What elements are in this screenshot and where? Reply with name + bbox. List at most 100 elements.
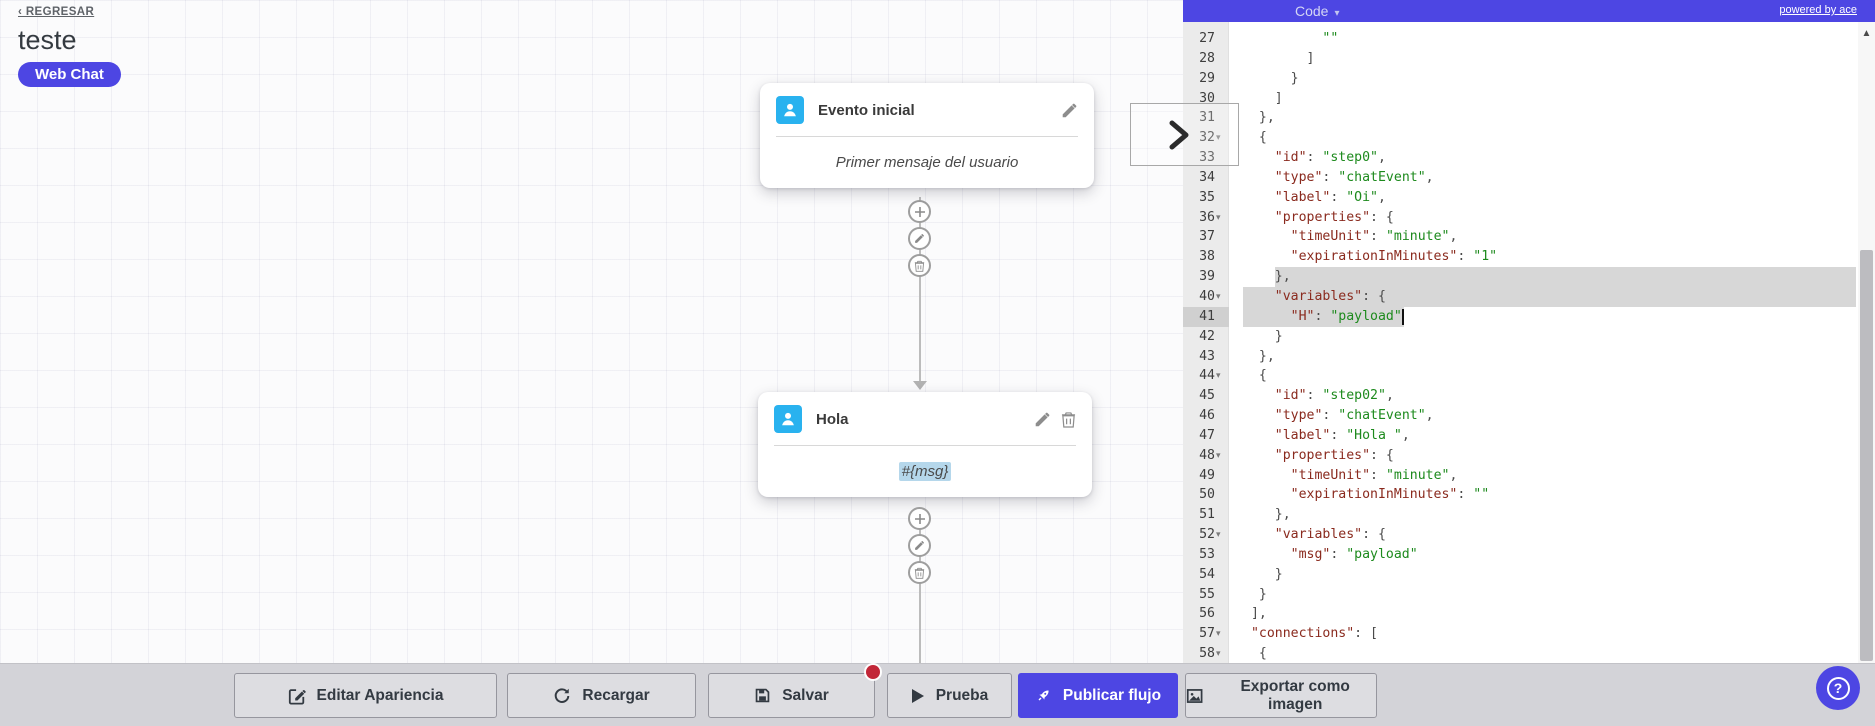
line-number[interactable]: 47 [1199, 427, 1215, 443]
edit-node-icon[interactable] [1034, 411, 1051, 428]
line-number[interactable]: 34 [1199, 169, 1215, 185]
delete-node-icon[interactable] [1061, 411, 1076, 428]
code-line[interactable]: 54 } [1183, 565, 1858, 585]
code-line[interactable]: 51 }, [1183, 505, 1858, 525]
code-line[interactable]: 50 "expirationInMinutes": "" [1183, 485, 1858, 505]
code-line[interactable]: 40▾ "variables": { [1183, 286, 1858, 307]
code-line[interactable]: 55 } [1183, 585, 1858, 605]
line-number[interactable]: 41 [1183, 306, 1229, 327]
scrollbar[interactable]: ▲ [1858, 22, 1875, 663]
line-number[interactable]: 49 [1199, 467, 1215, 483]
powered-by-ace-link[interactable]: powered by ace [1779, 4, 1857, 16]
line-number[interactable]: 37 [1199, 229, 1215, 245]
line-number[interactable]: 55 [1199, 586, 1215, 602]
line-number[interactable]: 48▾ [1183, 446, 1229, 466]
code-line[interactable]: 37 "timeUnit": "minute", [1183, 227, 1858, 247]
code-editor[interactable]: 27 ""28 ]29 }30 ]31 },32▾ {33 "id": "ste… [1183, 22, 1858, 663]
line-number[interactable]: 42 [1199, 328, 1215, 344]
fold-caret-icon[interactable]: ▾ [1216, 211, 1221, 222]
line-number[interactable]: 27 [1199, 31, 1215, 46]
code-line[interactable]: 52▾ "variables": { [1183, 525, 1858, 545]
line-number[interactable]: 44▾ [1183, 366, 1229, 386]
line-number[interactable]: 57▾ [1183, 624, 1229, 644]
collapse-panel-button[interactable] [1130, 103, 1239, 166]
help-button[interactable]: ? [1816, 666, 1860, 710]
flow-node-evento-inicial[interactable]: Evento inicial Primer mensaje del usuari… [760, 83, 1094, 188]
code-line[interactable]: 58▾ { [1183, 644, 1858, 663]
scroll-up-icon[interactable]: ▲ [1861, 28, 1872, 39]
line-number[interactable]: 29 [1199, 70, 1215, 86]
code-line[interactable]: 39 }, [1183, 267, 1858, 287]
fold-caret-icon[interactable]: ▾ [1216, 628, 1221, 639]
code-line[interactable]: 31 }, [1183, 108, 1858, 128]
edit-appearance-button[interactable]: Editar Apariencia [234, 673, 497, 718]
test-button[interactable]: Prueba [887, 673, 1012, 718]
line-number[interactable]: 51 [1199, 507, 1215, 523]
edit-node-icon[interactable] [1061, 102, 1078, 119]
code-line[interactable]: 44▾ { [1183, 366, 1858, 386]
code-line[interactable]: 41 "H": "payload" [1183, 306, 1858, 327]
code-line[interactable]: 42 } [1183, 327, 1858, 347]
scrollbar-thumb[interactable] [1860, 250, 1873, 661]
code-line[interactable]: 36▾ "properties": { [1183, 208, 1858, 228]
code-line[interactable]: 27 "" [1183, 29, 1858, 49]
code-line[interactable]: 57▾ "connections": [ [1183, 624, 1858, 644]
code-mode-dropdown[interactable]: Code▾ [1295, 3, 1340, 19]
line-number[interactable]: 31 [1199, 110, 1215, 126]
line-number[interactable]: 32▾ [1183, 128, 1229, 148]
line-number[interactable]: 39 [1199, 269, 1215, 285]
line-number[interactable]: 45 [1199, 388, 1215, 404]
fold-caret-icon[interactable]: ▾ [1216, 449, 1221, 460]
line-number[interactable]: 30 [1199, 90, 1215, 106]
fold-caret-icon[interactable]: ▾ [1216, 290, 1221, 301]
edit-connection-button[interactable] [908, 227, 931, 250]
add-step-button[interactable] [908, 200, 931, 223]
line-number[interactable]: 54 [1199, 566, 1215, 582]
code-line[interactable]: 45 "id": "step02", [1183, 386, 1858, 406]
code-line[interactable]: 28 ] [1183, 49, 1858, 69]
line-number[interactable]: 46 [1199, 408, 1215, 424]
add-step-button[interactable] [908, 507, 931, 530]
code-line[interactable]: 48▾ "properties": { [1183, 446, 1858, 466]
line-number[interactable]: 36▾ [1183, 208, 1229, 228]
fold-caret-icon[interactable]: ▾ [1216, 529, 1221, 540]
code-line[interactable]: 30 ] [1183, 89, 1858, 109]
fold-caret-icon[interactable]: ▾ [1216, 648, 1221, 659]
publish-flow-button[interactable]: Publicar flujo [1018, 673, 1178, 718]
fold-caret-icon[interactable]: ▾ [1216, 370, 1221, 381]
edit-connection-button[interactable] [908, 534, 931, 557]
code-line[interactable]: 29 } [1183, 69, 1858, 89]
delete-connection-button[interactable] [908, 561, 931, 584]
line-number[interactable]: 38 [1199, 249, 1215, 265]
line-number[interactable]: 35 [1199, 189, 1215, 205]
code-line[interactable]: 53 "msg": "payload" [1183, 545, 1858, 565]
line-number[interactable]: 52▾ [1183, 525, 1229, 545]
variable-chip[interactable]: #{msg} [898, 462, 952, 481]
reload-button[interactable]: Recargar [507, 673, 696, 718]
code-line[interactable]: 46 "type": "chatEvent", [1183, 406, 1858, 426]
flow-canvas[interactable]: ‹ REGRESAR teste Web Chat Evento inicial [0, 0, 1183, 663]
flow-node-hola[interactable]: Hola #{msg} [758, 392, 1092, 497]
fold-caret-icon[interactable]: ▾ [1216, 132, 1221, 143]
line-number[interactable]: 28 [1199, 50, 1215, 66]
line-number[interactable]: 40▾ [1183, 287, 1229, 307]
line-number[interactable]: 43 [1199, 348, 1215, 364]
line-number[interactable]: 56 [1199, 606, 1215, 622]
code-line[interactable]: 32▾ { [1183, 128, 1858, 148]
save-button[interactable]: Salvar [708, 673, 875, 718]
line-number[interactable]: 33 [1199, 150, 1215, 166]
code-line[interactable]: 33 "id": "step0", [1183, 148, 1858, 168]
delete-connection-button[interactable] [908, 254, 931, 277]
code-line[interactable]: 34 "type": "chatEvent", [1183, 168, 1858, 188]
code-line[interactable]: 49 "timeUnit": "minute", [1183, 466, 1858, 486]
code-line[interactable]: 35 "label": "Oi", [1183, 188, 1858, 208]
line-number[interactable]: 50 [1199, 487, 1215, 503]
line-number[interactable]: 53 [1199, 546, 1215, 562]
code-line[interactable]: 56 ], [1183, 604, 1858, 624]
code-line[interactable]: 47 "label": "Hola ", [1183, 426, 1858, 446]
line-number[interactable]: 58▾ [1183, 644, 1229, 663]
code-line[interactable]: 43 }, [1183, 347, 1858, 367]
export-image-button[interactable]: Exportar como imagen [1185, 673, 1377, 718]
code-line[interactable]: 38 "expirationInMinutes": "1" [1183, 247, 1858, 267]
back-link[interactable]: ‹ REGRESAR [18, 6, 95, 18]
